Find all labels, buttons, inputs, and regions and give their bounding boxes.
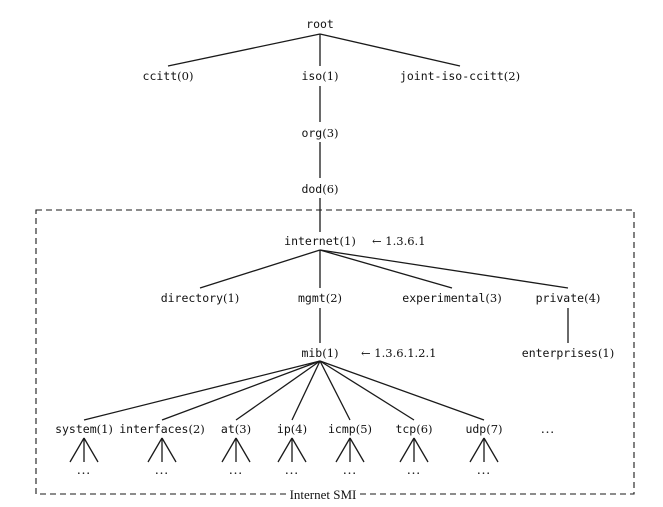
node-internet: internet(1) xyxy=(284,234,356,248)
ellipsis-icmp: … xyxy=(343,463,358,478)
ellipsis-at: … xyxy=(229,463,244,478)
tree-edges xyxy=(83,33,569,421)
node-labels: root ccitt(0) iso(1) joint-iso-ccitt(2) … xyxy=(55,17,614,437)
edge-mib-udp xyxy=(319,360,485,421)
edge-internet-directory xyxy=(199,249,321,289)
stub-ellipses: … … … … … … … xyxy=(77,463,492,478)
edge-mib-ip xyxy=(291,360,321,421)
edge-mib-interfaces xyxy=(161,360,321,421)
stub-udp xyxy=(469,437,499,463)
ellipsis-system: … xyxy=(77,463,92,478)
edge-internet-experimental xyxy=(319,249,453,289)
edge-mib-icmp xyxy=(319,360,351,421)
node-mib: mib(1) xyxy=(301,346,338,360)
stub-icmp xyxy=(335,437,365,463)
edge-mib-at xyxy=(235,360,321,421)
node-enterprises: enterprises(1) xyxy=(522,346,614,360)
stub-interfaces xyxy=(147,437,177,463)
internet-smi-label: Internet SMI xyxy=(290,487,357,502)
edge-internet-private xyxy=(319,249,569,289)
ellipsis-tcp: … xyxy=(407,463,422,478)
ellipsis-udp: … xyxy=(477,463,492,478)
node-at: at(3) xyxy=(221,422,251,436)
node-org: org(3) xyxy=(301,126,338,140)
node-ip: ip(4) xyxy=(277,422,307,436)
more-groups-ellipsis: … xyxy=(541,422,556,437)
stub-ip xyxy=(277,437,307,463)
edge-root-joint xyxy=(319,33,461,67)
node-tcp: tcp(6) xyxy=(395,422,432,436)
node-joint-iso-ccitt: joint-iso-ccitt(2) xyxy=(400,69,520,83)
stub-at xyxy=(221,437,251,463)
internet-oid-annotation: ← 1.3.6.1 xyxy=(372,234,426,248)
edge-mib-system xyxy=(83,360,321,421)
mib-oid-annotation: ← 1.3.6.1.2.1 xyxy=(361,346,436,360)
ellipsis-interfaces: … xyxy=(155,463,170,478)
group-stubs xyxy=(69,437,499,463)
stub-tcp xyxy=(399,437,429,463)
node-directory: directory(1) xyxy=(161,291,240,305)
node-private: private(4) xyxy=(536,291,601,305)
edge-root-ccitt xyxy=(167,33,321,67)
ellipsis-ip: … xyxy=(285,463,300,478)
stub-system xyxy=(69,437,99,463)
node-icmp: icmp(5) xyxy=(328,422,372,436)
node-ccitt: ccitt(0) xyxy=(143,69,194,83)
node-dod: dod(6) xyxy=(301,182,338,196)
node-system: system(1) xyxy=(55,422,113,436)
node-root: root xyxy=(306,17,334,31)
node-iso: iso(1) xyxy=(301,69,338,83)
node-experimental: experimental(3) xyxy=(402,291,501,305)
node-interfaces: interfaces(2) xyxy=(119,422,205,436)
node-mgmt: mgmt(2) xyxy=(298,291,342,305)
node-udp: udp(7) xyxy=(465,422,502,436)
edge-mib-tcp xyxy=(319,360,415,421)
region-label-backdrop xyxy=(286,486,360,502)
